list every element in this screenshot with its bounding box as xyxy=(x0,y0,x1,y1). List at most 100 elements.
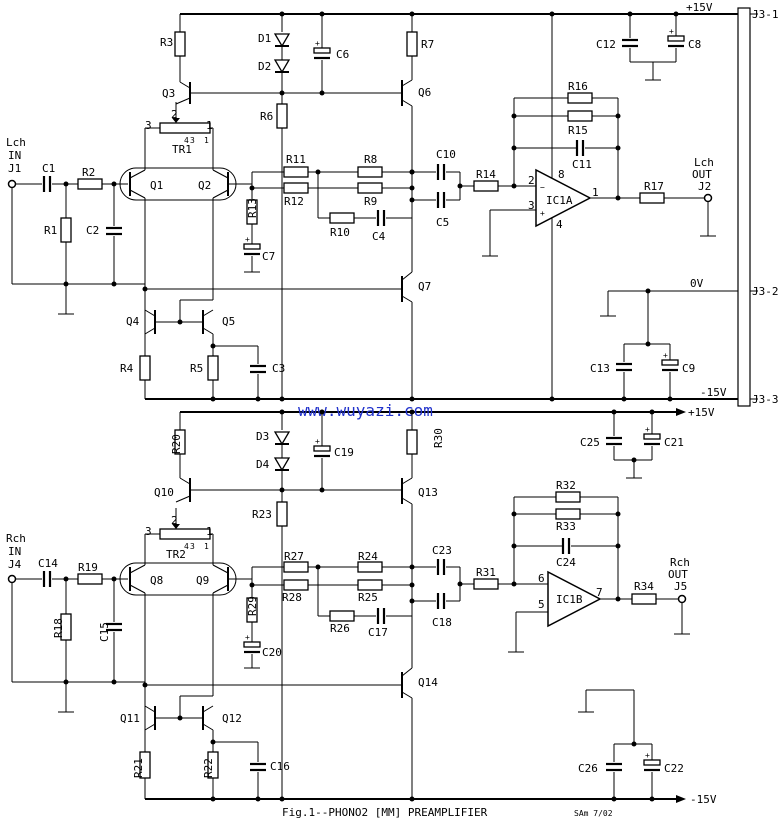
svg-text:+: + xyxy=(315,39,320,48)
connector-pin-3: J3-3 xyxy=(752,393,778,406)
svg-text:+: + xyxy=(663,351,668,360)
label-r27: R27 xyxy=(284,550,304,563)
label-c17: C17 xyxy=(368,626,388,639)
rch-out-label-3: J5 xyxy=(674,580,687,593)
ic1a-pin-4: 4 xyxy=(556,218,563,231)
rch-out-label-1: Rch xyxy=(670,556,690,569)
label-r25: R25 xyxy=(358,591,378,604)
output-jack-j2 xyxy=(703,193,713,203)
label-r8: R8 xyxy=(364,153,377,166)
label-r16: R16 xyxy=(568,80,588,93)
right-channel-labels: Rch IN J4 C14 R19 R18 C15 Q8 Q9 R20 Q10 … xyxy=(6,428,690,778)
label-r12: R12 xyxy=(284,195,304,208)
connector-pin-1: J3-1 xyxy=(752,8,778,21)
label-c7: C7 xyxy=(262,250,275,263)
svg-text:+: + xyxy=(669,27,674,36)
tr2-pin-4: 4 xyxy=(184,542,189,551)
figure-title: Fig.1--PHONO2 [MM] PREAMPLIFIER xyxy=(282,806,488,819)
label-c20: C20 xyxy=(262,646,282,659)
tr1-pin-1: 1 xyxy=(206,119,213,132)
label-q6: Q6 xyxy=(418,86,431,99)
svg-text:+: + xyxy=(540,209,545,218)
signature: SAm 7/02 xyxy=(574,809,613,818)
label-r23: R23 xyxy=(252,508,272,521)
neg-rail-bottom-label: -15V xyxy=(690,793,717,806)
label-tr1: TR1 xyxy=(172,143,192,156)
left-channel-labels: Lch IN J1 C1 R2 R1 C2 Q1 Q2 R3 Q3 D1 D2 … xyxy=(6,32,714,375)
tr2-pin-3: 3 xyxy=(145,525,152,538)
label-q8: Q8 xyxy=(150,574,163,587)
ic1b-pin-5: 5 xyxy=(538,598,545,611)
label-c14: C14 xyxy=(38,557,58,570)
tr1-pin-2: 2 xyxy=(171,108,178,121)
label-c8: C8 xyxy=(688,38,701,51)
label-r14: R14 xyxy=(476,168,496,181)
lch-in-label-2: IN xyxy=(8,149,21,162)
input-jack-j1 xyxy=(7,179,17,189)
ic1b-pin-7: 7 xyxy=(596,586,603,599)
label-c2: C2 xyxy=(86,224,99,237)
label-r11: R11 xyxy=(286,153,306,166)
connector-pin-2: J3-2 xyxy=(752,285,778,298)
label-q5: Q5 xyxy=(222,315,235,328)
output-jack-j5 xyxy=(677,594,687,604)
neg-rail-top-label: -15V xyxy=(700,386,727,399)
tr1-pin-3: 3 xyxy=(145,119,152,132)
label-c16: C16 xyxy=(270,760,290,773)
label-r29: R29 xyxy=(246,596,259,616)
label-q12: Q12 xyxy=(222,712,242,725)
ic1a-pin-3: 3 xyxy=(528,199,535,212)
tr2-pin-3b: 3 xyxy=(190,542,195,551)
input-jack-j4 xyxy=(7,574,17,584)
label-c10: C10 xyxy=(436,148,456,161)
pos-rail-top-label: +15V xyxy=(686,1,713,14)
label-r19: R19 xyxy=(78,561,98,574)
lch-in-label-3: J1 xyxy=(8,162,21,175)
label-c24: C24 xyxy=(556,556,576,569)
label-r3: R3 xyxy=(160,36,173,49)
label-d4: D4 xyxy=(256,458,270,471)
label-d1: D1 xyxy=(258,32,271,45)
label-q4: Q4 xyxy=(126,315,140,328)
label-c6: C6 xyxy=(336,48,349,61)
rch-in-label-3: J4 xyxy=(8,558,22,571)
label-d3: D3 xyxy=(256,430,269,443)
power-rails xyxy=(145,7,758,803)
label-r32: R32 xyxy=(556,479,576,492)
left-channel: + xyxy=(7,11,716,402)
svg-text:+: + xyxy=(645,751,650,760)
label-c9: C9 xyxy=(682,362,695,375)
svg-text:+: + xyxy=(315,437,320,446)
label-q9: Q9 xyxy=(196,574,209,587)
label-r13: R13 xyxy=(246,198,259,218)
label-r26: R26 xyxy=(330,622,350,635)
tr1-pin-4: 4 xyxy=(184,136,189,145)
label-c18: C18 xyxy=(432,616,452,629)
label-tr2: TR2 xyxy=(166,548,186,561)
label-q11: Q11 xyxy=(120,712,140,725)
label-r1: R1 xyxy=(44,224,57,237)
label-q7: Q7 xyxy=(418,280,431,293)
label-r21: R21 xyxy=(132,758,145,778)
label-c15: C15 xyxy=(98,622,111,642)
label-c19: C19 xyxy=(334,446,354,459)
label-ic1a: IC1A xyxy=(546,194,573,207)
label-r30: R30 xyxy=(432,428,445,448)
ic1a-pin-2: 2 xyxy=(528,174,535,187)
pos-rail-bottom-label: +15V xyxy=(688,406,715,419)
label-c12: C12 xyxy=(596,38,616,51)
label-r2: R2 xyxy=(82,166,95,179)
watermark: www.wuyazi.com xyxy=(298,401,433,420)
label-r34: R34 xyxy=(634,580,654,593)
tr1-pin-3b: 3 xyxy=(190,136,195,145)
label-r17: R17 xyxy=(644,180,664,193)
label-r9: R9 xyxy=(364,195,377,208)
tr2-pin-1: 1 xyxy=(206,525,213,538)
zero-volt-label: 0V xyxy=(690,277,704,290)
tr1-pin-1b: 1 xyxy=(204,136,209,145)
opamp-ic1a xyxy=(535,168,592,228)
label-r24: R24 xyxy=(358,550,378,563)
label-r4: R4 xyxy=(120,362,134,375)
tr2-pin-2: 2 xyxy=(171,514,178,527)
